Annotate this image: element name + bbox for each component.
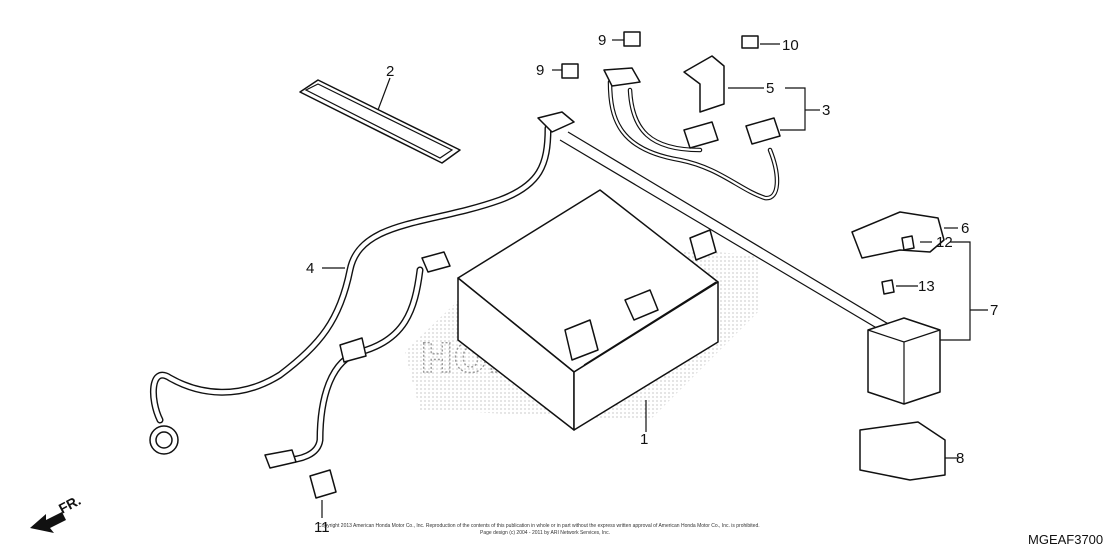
battery-cable-harness bbox=[149, 111, 575, 469]
copyright-line-2: Page design (c) 2004 - 2011 by ARI Netwo… bbox=[480, 530, 610, 536]
callout-2: 2 bbox=[386, 63, 394, 80]
fuses bbox=[881, 235, 915, 295]
callout-3: 3 bbox=[822, 102, 830, 119]
relay-cover bbox=[851, 211, 945, 259]
front-arrow: FR. bbox=[30, 492, 83, 533]
positive-cable-assembly bbox=[603, 55, 781, 201]
callout-5: 5 bbox=[766, 80, 774, 97]
battery-band bbox=[299, 79, 461, 164]
relay-lead-line bbox=[559, 139, 881, 331]
leader-lines bbox=[321, 39, 988, 518]
callout-10: 10 bbox=[782, 37, 799, 54]
callout-12: 12 bbox=[936, 234, 953, 251]
callout-9-a: 9 bbox=[536, 62, 544, 79]
callout-6: 6 bbox=[961, 220, 969, 237]
bolts bbox=[309, 31, 759, 499]
callout-8: 8 bbox=[956, 450, 964, 467]
battery bbox=[457, 189, 719, 431]
callout-7: 7 bbox=[990, 302, 998, 319]
callout-4: 4 bbox=[306, 260, 314, 277]
callout-1: 1 bbox=[640, 431, 648, 448]
starter-relay-top bbox=[867, 329, 941, 404]
copyright-line-1: Copyright 2013 American Honda Motor Co.,… bbox=[318, 523, 760, 529]
relay-lead-line bbox=[567, 131, 891, 326]
callout-11: 11 bbox=[314, 519, 330, 536]
diagram-code: MGEAF3700 bbox=[1028, 532, 1103, 547]
relay-boot bbox=[859, 421, 946, 481]
callout-9-b: 9 bbox=[598, 32, 606, 49]
front-arrow-label: FR. bbox=[56, 492, 83, 517]
callout-13: 13 bbox=[918, 278, 935, 295]
